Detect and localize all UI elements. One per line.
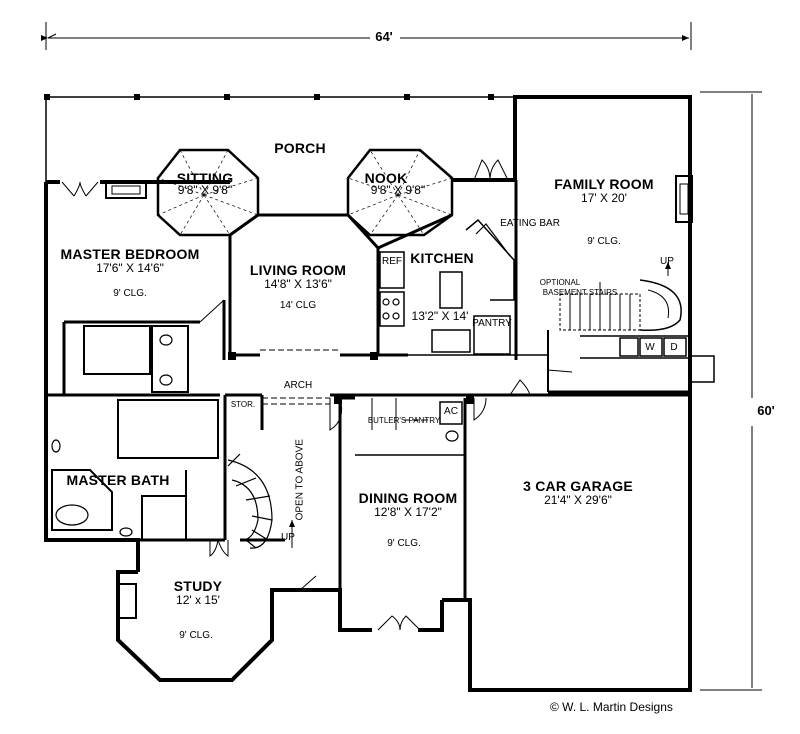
nook-bay [346, 148, 454, 237]
interior-walls [46, 180, 690, 600]
laundry [580, 335, 715, 383]
dining-room-ceiling: 9' CLG. [387, 538, 421, 549]
nook-label: NOOK [364, 170, 408, 186]
garage-label: 3 CAR GARAGE [523, 478, 633, 494]
arch-label: ARCH [283, 380, 313, 391]
family-room-label: FAMILY ROOM [554, 176, 654, 192]
open-to-above-label: OPEN TO ABOVE [294, 439, 306, 521]
master-bath-label: MASTER BATH [66, 472, 170, 488]
washer-label: W [645, 342, 655, 353]
living-room-size: 14'8" X 13'6" [264, 277, 332, 291]
depth-dimension-line [700, 91, 762, 691]
main-staircase [227, 453, 295, 549]
posts [44, 94, 494, 404]
garage-size: 21'4" X 29'6" [544, 493, 612, 507]
basement-stairs-label: BASEMENT STAIRS [542, 288, 618, 297]
optional-stairs-label: OPTIONAL [539, 278, 581, 287]
eating-bar-label: EATING BAR [500, 218, 560, 229]
ac-label: AC [444, 406, 458, 417]
storage-label: STOR. [230, 400, 256, 409]
living-room-label: LIVING ROOM [249, 262, 347, 278]
master-bedroom-label: MASTER BEDROOM [60, 246, 200, 262]
width-dimension-line [41, 22, 692, 50]
copyright-text: © W. L. Martin Designs [550, 700, 673, 714]
family-up-label: UP [660, 256, 674, 267]
ref-label: REF [382, 256, 402, 267]
living-room-ceiling: 14' CLG [279, 300, 317, 311]
depth-dimension-label: 60' [757, 403, 775, 418]
pantry-label: PANTRY [472, 318, 512, 329]
nook-size: 9'8" X 9'8" [370, 183, 426, 197]
door-swings [61, 159, 573, 631]
master-bedroom-ceiling: 9' CLG. [113, 288, 147, 299]
fireplaces [105, 175, 693, 619]
width-dimension-label: 64' [375, 29, 393, 44]
dining-room-label: DINING ROOM [358, 490, 458, 506]
porch-label: PORCH [274, 140, 326, 156]
basement-stairs [559, 262, 682, 332]
master-bedroom-size: 17'6" X 14'6" [96, 261, 164, 275]
sitting-size: 9'8" X 9'8" [177, 183, 233, 197]
exterior-walls [44, 95, 692, 692]
dining-room-size: 12'8" X 17'2" [374, 505, 442, 519]
dryer-label: D [670, 342, 678, 353]
study-label: STUDY [173, 578, 223, 594]
family-room-ceiling: 9' CLG. [587, 236, 621, 247]
kitchen-size: 13'2" X 14' [411, 309, 469, 323]
study-size: 12' x 15' [176, 593, 220, 607]
study-ceiling: 9' CLG. [179, 630, 213, 641]
openings [260, 349, 430, 421]
sitting-label: SITTING [176, 170, 234, 186]
family-room-size: 17' X 20' [581, 191, 627, 205]
kitchen-label: KITCHEN [410, 250, 474, 266]
fixtures [51, 298, 459, 537]
butlers-pantry-label: BUTLER'S PANTRY [367, 416, 441, 425]
stair-up-label: UP [281, 532, 295, 543]
